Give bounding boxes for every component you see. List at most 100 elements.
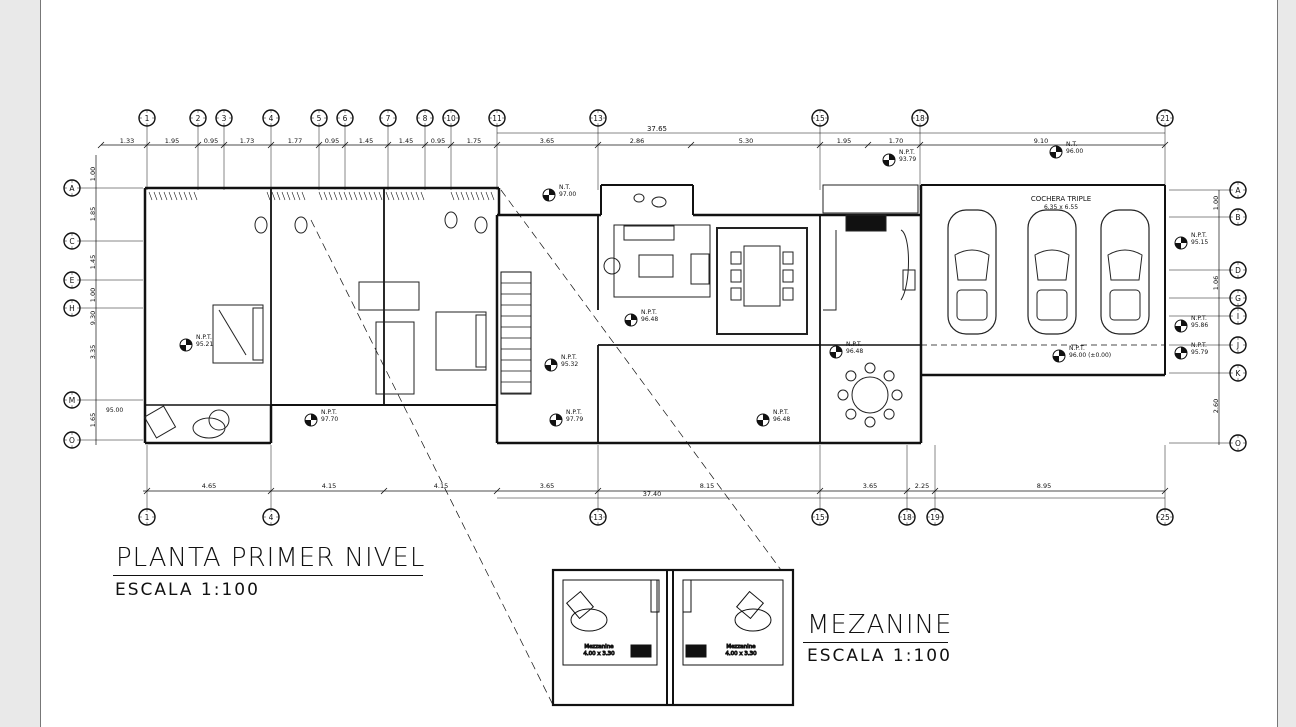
- axis-right-G-3-label: G: [1235, 294, 1241, 303]
- round-chair-4: [837, 389, 849, 401]
- axis-top-11-9: 11: [488, 109, 506, 127]
- dim-right-2: 2.60: [1212, 399, 1220, 413]
- round-chair-5: [845, 370, 857, 382]
- roof-hatch-0-143: [183, 191, 188, 201]
- car-2-rear: [1109, 289, 1141, 321]
- axis-top-3-2-label: 3: [222, 114, 227, 123]
- roof-hatch-2-313: [353, 191, 358, 201]
- axis-top-4-3: 4: [262, 109, 280, 127]
- roof-hatch-3-365: [405, 191, 410, 201]
- sofa-back: [623, 225, 675, 241]
- dining-chair-l-2: [730, 287, 742, 301]
- dim-bottom-tick-7: [931, 487, 939, 495]
- dim-right-0: 1.00: [1212, 196, 1220, 210]
- axis-bottom-19-5-inner: [929, 511, 941, 523]
- round-chair-6: [864, 362, 876, 374]
- axis-right-J-5: J: [1229, 336, 1247, 354]
- dim-bottom-0: 4.65: [202, 482, 216, 490]
- garage-size: 6.35 x 6.55: [1044, 204, 1078, 211]
- dim-top-tick-5: [315, 141, 323, 149]
- car-1-rear: [1036, 289, 1068, 321]
- dim-bottom-2: 4.15: [434, 482, 448, 490]
- roof-hatch-4-415: [455, 191, 460, 201]
- car-1-windshield: [1034, 249, 1070, 281]
- round-table: [851, 376, 889, 414]
- axis-top-10-8-label: 10: [446, 114, 456, 123]
- roof-hatch-0-123: [163, 191, 168, 201]
- armchair-left: [603, 257, 621, 275]
- bed-left-pillow: [252, 307, 264, 361]
- axis-bottom-13-2-inner: [592, 511, 604, 523]
- axis-top-4-3-inner: [265, 112, 277, 124]
- level-dining-text-0: N.P.T.: [846, 341, 862, 348]
- level-right2-fill: [1175, 320, 1187, 332]
- roof-hatch-2-283: [323, 191, 328, 201]
- axis-bottom-1-0-inner: [141, 511, 153, 523]
- level-stair-text-0: N.P.T.: [899, 149, 915, 156]
- level-bed-left: 95.00: [106, 407, 123, 414]
- dining-chair-l-0: [730, 251, 742, 265]
- projection-line-1: [310, 219, 554, 706]
- mez-label-right: Mezzanine: [726, 644, 756, 650]
- axis-right-A-0-label: A: [1235, 186, 1241, 195]
- dim-top-tick-6: [341, 141, 349, 149]
- garage-label: COCHERA TRIPLE: [1031, 195, 1091, 203]
- axis-top-7-6: 7: [379, 109, 397, 127]
- level-living1: N.P.T.95.32: [544, 354, 578, 372]
- axis-top-10-8: 10: [442, 109, 460, 127]
- level-right2-text-1: 95.86: [1191, 322, 1208, 329]
- axis-bottom-19-5-label: 19: [930, 513, 940, 522]
- dim-bottom-tick-6: [903, 487, 911, 495]
- roof-hatch-3-380: [420, 191, 425, 201]
- axis-bottom-4-1: 4: [262, 508, 280, 526]
- axis-left-A-0-label: A: [69, 184, 75, 193]
- axis-right-J-5-inner: [1232, 339, 1244, 351]
- roof-hatch-0-128: [168, 191, 173, 201]
- axis-bottom-18-4-inner: [901, 511, 913, 523]
- mez-chair-left: [565, 590, 595, 620]
- mez-size-right: 4.00 x 3.30: [725, 651, 757, 657]
- toilet-main: [651, 196, 667, 208]
- roof-hatch-1-251: [291, 191, 296, 201]
- axis-right-K-6: K: [1229, 364, 1247, 382]
- axis-left-A-0-inner: [66, 182, 78, 194]
- roof-hatch-0-133: [173, 191, 178, 201]
- level-sala-text-1: 96.48: [641, 316, 658, 323]
- car-2-windshield: [1107, 249, 1143, 281]
- dim-bottom-4: 8.15: [700, 482, 714, 490]
- dim-bottom-tick-1: [267, 487, 275, 495]
- dim-top-3: 1.73: [240, 137, 254, 145]
- axis-bottom-25-6-inner: [1159, 511, 1171, 523]
- fridge: [902, 269, 916, 291]
- level-living2-text-1: 97.79: [566, 416, 583, 423]
- axis-left-C-1-inner: [66, 235, 78, 247]
- axis-bottom-13-2: 13: [589, 508, 607, 526]
- dim-top-1: 1.95: [165, 137, 179, 145]
- roof-hatch-2-338: [378, 191, 383, 201]
- roof-hatch-1-226: [266, 191, 271, 201]
- axis-bottom-15-3: 15: [811, 508, 829, 526]
- dim-top-tick-3: [220, 141, 228, 149]
- dim-bottom-total: 37.40: [643, 490, 662, 498]
- level-bedroom-text-0: N.P.T.: [196, 334, 212, 341]
- level-living2-text-0: N.P.T.: [566, 409, 582, 416]
- roof-hatch-4-420: [460, 191, 465, 201]
- axis-top-15-11-inner: [814, 112, 826, 124]
- axis-left-O-5-label: O: [69, 436, 75, 445]
- dim-top-tick-2: [194, 141, 202, 149]
- level-living1-text-1: 95.32: [561, 361, 578, 368]
- axis-right-D-2-inner: [1232, 264, 1244, 276]
- dim-top-11: 2.86: [630, 137, 644, 145]
- roof-hatch-4-425: [465, 191, 470, 201]
- desk-center: [358, 281, 420, 311]
- roof-hatch-2-303: [343, 191, 348, 201]
- bed-left-cover: [218, 309, 247, 356]
- roof-hatch-4-440: [480, 191, 485, 201]
- level-entrance: N.T.97.00: [542, 184, 576, 202]
- dim-left-5: 3.35: [89, 345, 97, 359]
- mez-door-left: [650, 579, 660, 613]
